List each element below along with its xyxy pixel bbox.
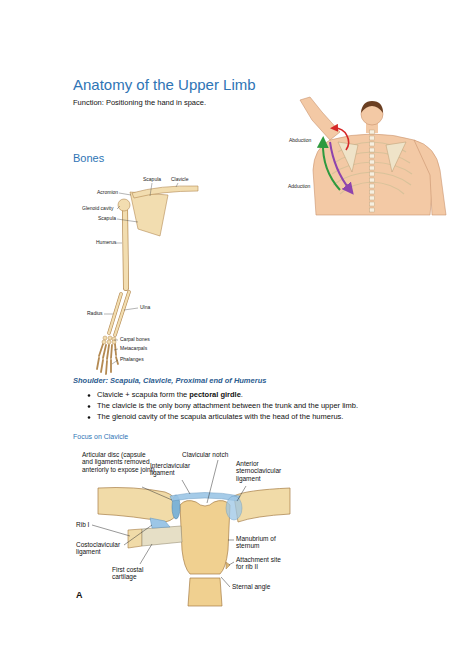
bone-label: Ulna xyxy=(140,305,150,311)
callout-label: Interclavicular ligament xyxy=(150,462,200,477)
callout-label: Clavicular notch xyxy=(182,451,242,458)
back-figure xyxy=(300,97,446,215)
bone-label: Glenoid cavity xyxy=(82,206,113,212)
figure-heading: Focus on Clavicle xyxy=(73,433,128,441)
callout-label: Articular disc (capsule and ligaments re… xyxy=(82,451,156,473)
bone-label: Scapula xyxy=(143,177,161,183)
callout-label: Anterior sternoclavicular ligament xyxy=(236,460,292,482)
panel-letter: A xyxy=(76,590,83,600)
bullet-text: The glenoid cavity of the scapula articu… xyxy=(97,413,343,422)
bullet-text: Clavicle + scapula form the xyxy=(97,390,187,399)
bone-label: Phalanges xyxy=(120,357,144,363)
bold-term: pectoral girdle xyxy=(189,390,241,399)
bone-label: Carpal bones xyxy=(120,337,150,343)
motion-label: Abduction xyxy=(289,138,311,144)
bullet-text: . xyxy=(241,390,243,399)
callout-label: Rib I xyxy=(76,521,92,528)
callout-label: Sternal angle xyxy=(232,583,288,590)
bullet-line: Clavicle + scapula form thepectoral gird… xyxy=(97,391,243,400)
bone-label: Metacarpals xyxy=(120,346,147,352)
subtitle: Function: Positioning the hand in space. xyxy=(73,99,206,108)
bone-label: Acromion xyxy=(97,190,118,196)
bone-label: Scapula xyxy=(98,216,116,222)
subsection-heading: Shoulder: Scapula, Clavicle, Proximal en… xyxy=(73,377,266,386)
bone-label: Clavicle xyxy=(171,177,189,183)
bone-label: Humerus xyxy=(96,240,116,246)
bone-label: Radius xyxy=(87,311,103,317)
motion-label: Adduction xyxy=(288,184,310,190)
section-heading: Bones xyxy=(73,152,104,165)
callout-label: Costoclavicular ligament xyxy=(76,541,124,556)
page-title: Anatomy of the Upper Limb xyxy=(73,76,256,93)
bullet-text: The clavicle is the only bony attachment… xyxy=(97,402,358,411)
limb-skeleton xyxy=(97,183,198,374)
callout-label: Attachment site for rib II xyxy=(236,556,290,571)
bullet-dots xyxy=(88,394,91,419)
callout-label: Manubrium of sternum xyxy=(236,535,290,550)
callout-label: First costal cartilage xyxy=(112,566,158,581)
